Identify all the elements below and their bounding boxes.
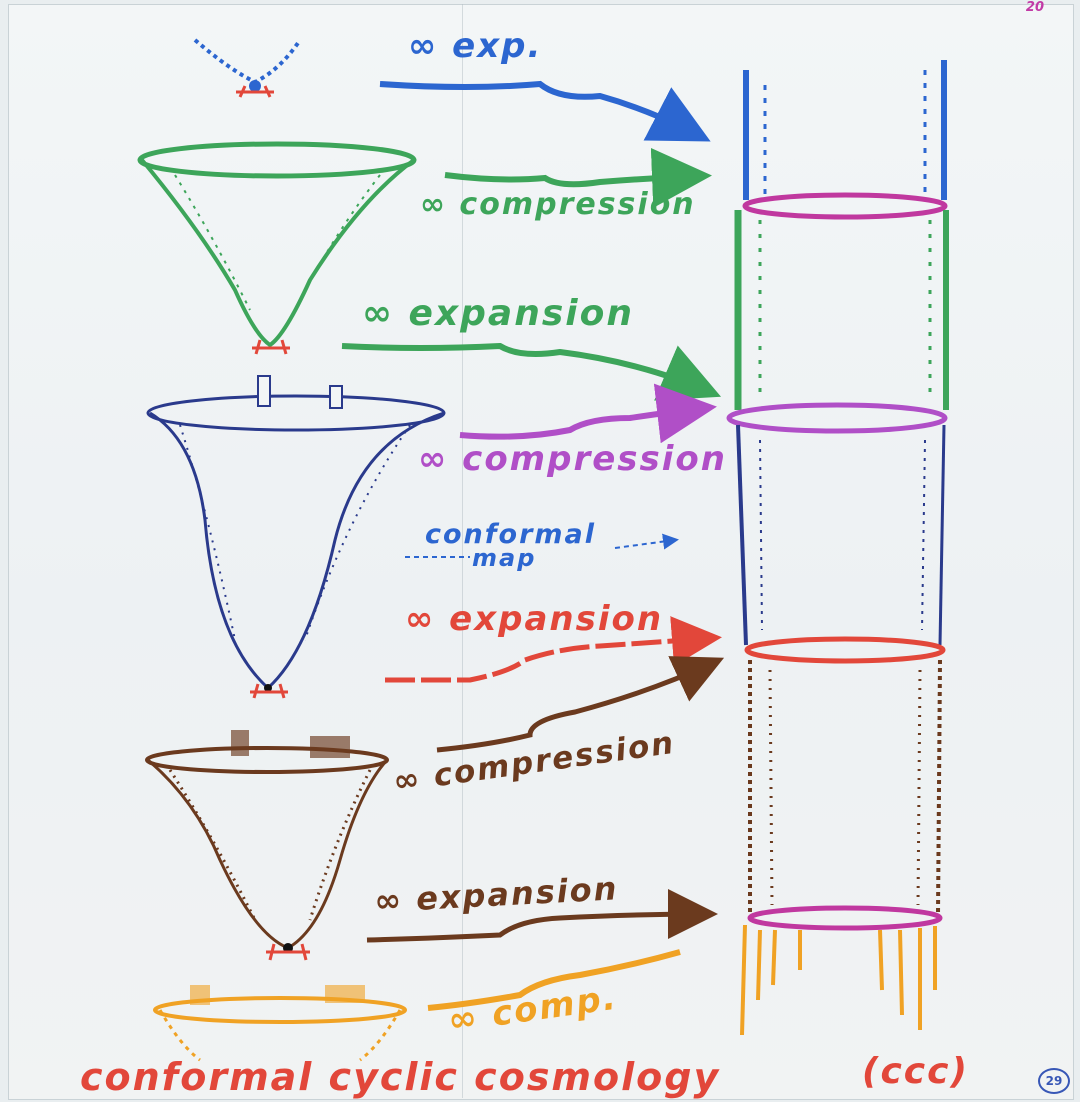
- brown-funnel: [145, 730, 389, 961]
- label-compression-purple: ∞ compression: [418, 439, 727, 479]
- label-expansion-green: ∞ expansion: [362, 293, 634, 334]
- blue-v-funnel: [193, 38, 302, 98]
- boundary-ring-3: [744, 636, 946, 664]
- aeon-blue: [743, 60, 947, 200]
- boundary-ring-2: [726, 402, 948, 434]
- aeon-orange: [740, 924, 937, 1036]
- caption-title: conformal cyclic cosmology: [80, 1055, 720, 1099]
- label-map: map: [472, 544, 536, 572]
- red-arrow: [385, 616, 722, 683]
- brown-arrow-1: [436, 656, 725, 753]
- orange-arrow: [427, 949, 681, 1011]
- corner-mark: 20: [1025, 0, 1044, 15]
- aeon-green: [734, 210, 949, 410]
- page-number-badge: 29: [1038, 1068, 1070, 1094]
- label-conformal: conformal: [425, 519, 596, 550]
- green-funnel: [137, 141, 417, 355]
- boundary-ring-4: [747, 905, 943, 931]
- purple-arrow: [459, 383, 717, 444]
- boundary-ring-1: [742, 192, 948, 220]
- navy-funnel: [146, 375, 446, 699]
- label-exp-blue: ∞ exp.: [408, 26, 542, 66]
- green-arrow-1: [444, 147, 712, 208]
- blue-arrow: [379, 80, 711, 142]
- label-compression-green: ∞ compression: [420, 187, 696, 222]
- aeon-brown: [748, 659, 942, 916]
- label-expansion-brown: ∞ expansion: [373, 869, 619, 920]
- blue-dashed-arrow: [405, 540, 675, 558]
- aeon-navy: [736, 424, 946, 646]
- red-bang-point-2: [252, 339, 290, 355]
- green-arrow-2: [341, 342, 722, 401]
- orange-funnel: [153, 985, 407, 1062]
- sheet-crease: [462, 4, 463, 1098]
- red-bang-point-4: [266, 943, 310, 961]
- red-bang-point-3: [250, 683, 288, 699]
- brown-arrow-2: [366, 889, 718, 943]
- label-compression-brown: ∞ compression: [391, 725, 677, 800]
- label-expansion-red: ∞ expansion: [405, 599, 663, 639]
- caption-abbrev: (ccc): [862, 1051, 969, 1092]
- red-bang-point-1: [236, 85, 274, 98]
